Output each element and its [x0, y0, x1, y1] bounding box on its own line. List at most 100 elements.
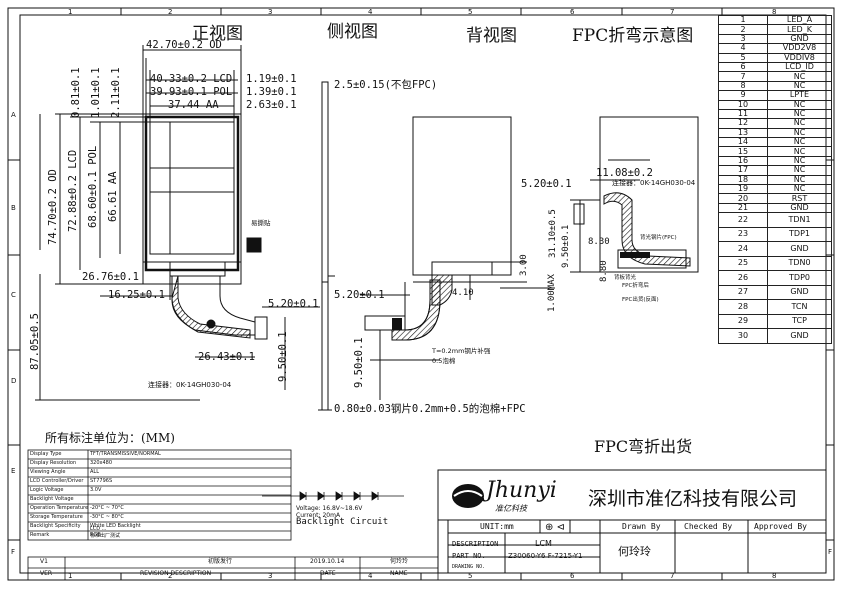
pin-signal: NC — [767, 146, 832, 157]
row-label-b: B — [11, 204, 16, 212]
dim-fpc-offset-3: 5.20±0.1 — [268, 298, 319, 310]
pin-number: 11 — [718, 108, 768, 120]
col-label-1: 1 — [68, 8, 73, 16]
col-label-bottom-4: 4 — [368, 572, 373, 580]
pin-signal: TCN — [767, 299, 832, 315]
row-label-a: A — [11, 111, 16, 119]
pin-number: 26 — [718, 270, 768, 286]
pin-signal: NC — [767, 137, 832, 148]
pin-number: 13 — [718, 127, 768, 139]
col-label-4: 4 — [368, 8, 373, 16]
revision-header-name: NAME — [390, 570, 408, 577]
pin-number: 21 — [718, 202, 768, 214]
unit-label: UNIT:mm — [480, 522, 514, 531]
pin-signal: NC — [767, 174, 832, 186]
pin-number: 9 — [718, 90, 768, 101]
pin-signal: NC — [767, 118, 832, 129]
spec-value: White LED Backlight — [90, 523, 141, 529]
backlight-voltage: Voltage: 16.8V~18.6V — [296, 505, 363, 512]
col-label-bottom-6: 6 — [570, 572, 575, 580]
company-logo: Jhunyi — [486, 478, 557, 503]
col-label-6: 6 — [570, 8, 575, 16]
pin-number: 24 — [718, 241, 768, 257]
col-label-7: 7 — [670, 8, 675, 16]
dim-right-2: 1.39±0.1 — [246, 86, 297, 98]
spec-value: ALL — [90, 469, 99, 475]
pin-number: 23 — [718, 226, 768, 243]
pin-signal: NC — [767, 71, 832, 82]
pin-number: 10 — [718, 99, 768, 110]
front-connector-note: 连接器：0K-14GH030-04 — [148, 381, 232, 389]
col-label-bottom-1: 1 — [68, 572, 73, 580]
pin-signal: NC — [767, 165, 832, 176]
pin-signal: NC — [767, 127, 832, 139]
unit-note: 所有标注单位为：(MM) — [45, 431, 175, 445]
part-no-label: PART NO. — [452, 552, 486, 560]
col-label-bottom-8: 8 — [772, 572, 777, 580]
pin-signal: NC — [767, 99, 832, 110]
col-label-bottom-7: 7 — [670, 572, 675, 580]
dim-right-1: 1.19±0.1 — [246, 73, 297, 85]
pin-number: 1 — [718, 14, 768, 26]
revision-version: V1 — [40, 558, 48, 565]
fpc-dim-2: 5.20±0.1 — [521, 178, 572, 190]
dim-lcd-height: 72.88±0.2 LCD — [67, 149, 79, 232]
pin-signal: NC — [767, 80, 832, 92]
row-label-f-right: F — [828, 548, 833, 556]
pin-number: 8 — [718, 80, 768, 92]
pin-signal: TDN0 — [767, 255, 832, 272]
pin-number: 20 — [718, 193, 768, 204]
spec-value: RGB — [90, 532, 101, 538]
fpc-dim-1: 11.08±0.2 — [596, 167, 653, 179]
revision-header-desc: REVISION DESCRIPTION — [140, 570, 212, 577]
dim-pol-height: 68.60±0.1 POL — [87, 145, 99, 228]
description-label: DESCRIPTION — [452, 540, 499, 548]
pin-signal: NC — [767, 184, 832, 195]
pin-number: 12 — [718, 118, 768, 129]
pin-number: 19 — [718, 184, 768, 195]
revision-header-ver: VER — [40, 570, 53, 577]
pin-signal: GND — [767, 241, 832, 257]
approved-by-label: Approved By — [754, 522, 807, 531]
tape-label: 易撕贴 — [251, 219, 271, 227]
side-bottom-note: 0.80±0.03钢片0.2mm+0.5的泡棉+FPC — [334, 403, 526, 415]
pin-number: 5 — [718, 52, 768, 63]
company-logo-cn: 准亿科技 — [495, 504, 527, 513]
pin-number: 16 — [718, 155, 768, 167]
checked-by-label: Checked By — [684, 522, 733, 531]
spec-value: TFT/TRANSMISSIVE/NORMAL — [90, 451, 161, 457]
pin-signal: NC — [767, 108, 832, 120]
revision-header-date: DATE — [320, 570, 336, 577]
pin-signal: TCP — [767, 313, 832, 330]
pin-number: 18 — [718, 174, 768, 186]
pin-number: 4 — [718, 43, 768, 54]
shipping-note: FPC弯折出货 — [594, 437, 693, 456]
pin-number: 14 — [718, 137, 768, 148]
pin-signal: TDN1 — [767, 212, 832, 228]
row-label-f: F — [11, 548, 16, 556]
dim-od-height: 74.70±0.2 OD — [47, 169, 59, 245]
spec-value: -20°C ~ 70°C — [90, 505, 124, 511]
pin-number: 29 — [718, 313, 768, 330]
fpc-dim-4: 9.50±0.1 — [561, 224, 571, 268]
pin-number: 15 — [718, 146, 768, 157]
pin-number: 28 — [718, 299, 768, 315]
dim-top-offset-1: 0.81±0.1 — [70, 67, 82, 118]
side-thickness: 2.5±0.15(不包FPC) — [334, 79, 438, 91]
fpc-dim-3: 31.10±0.5 — [548, 209, 558, 258]
